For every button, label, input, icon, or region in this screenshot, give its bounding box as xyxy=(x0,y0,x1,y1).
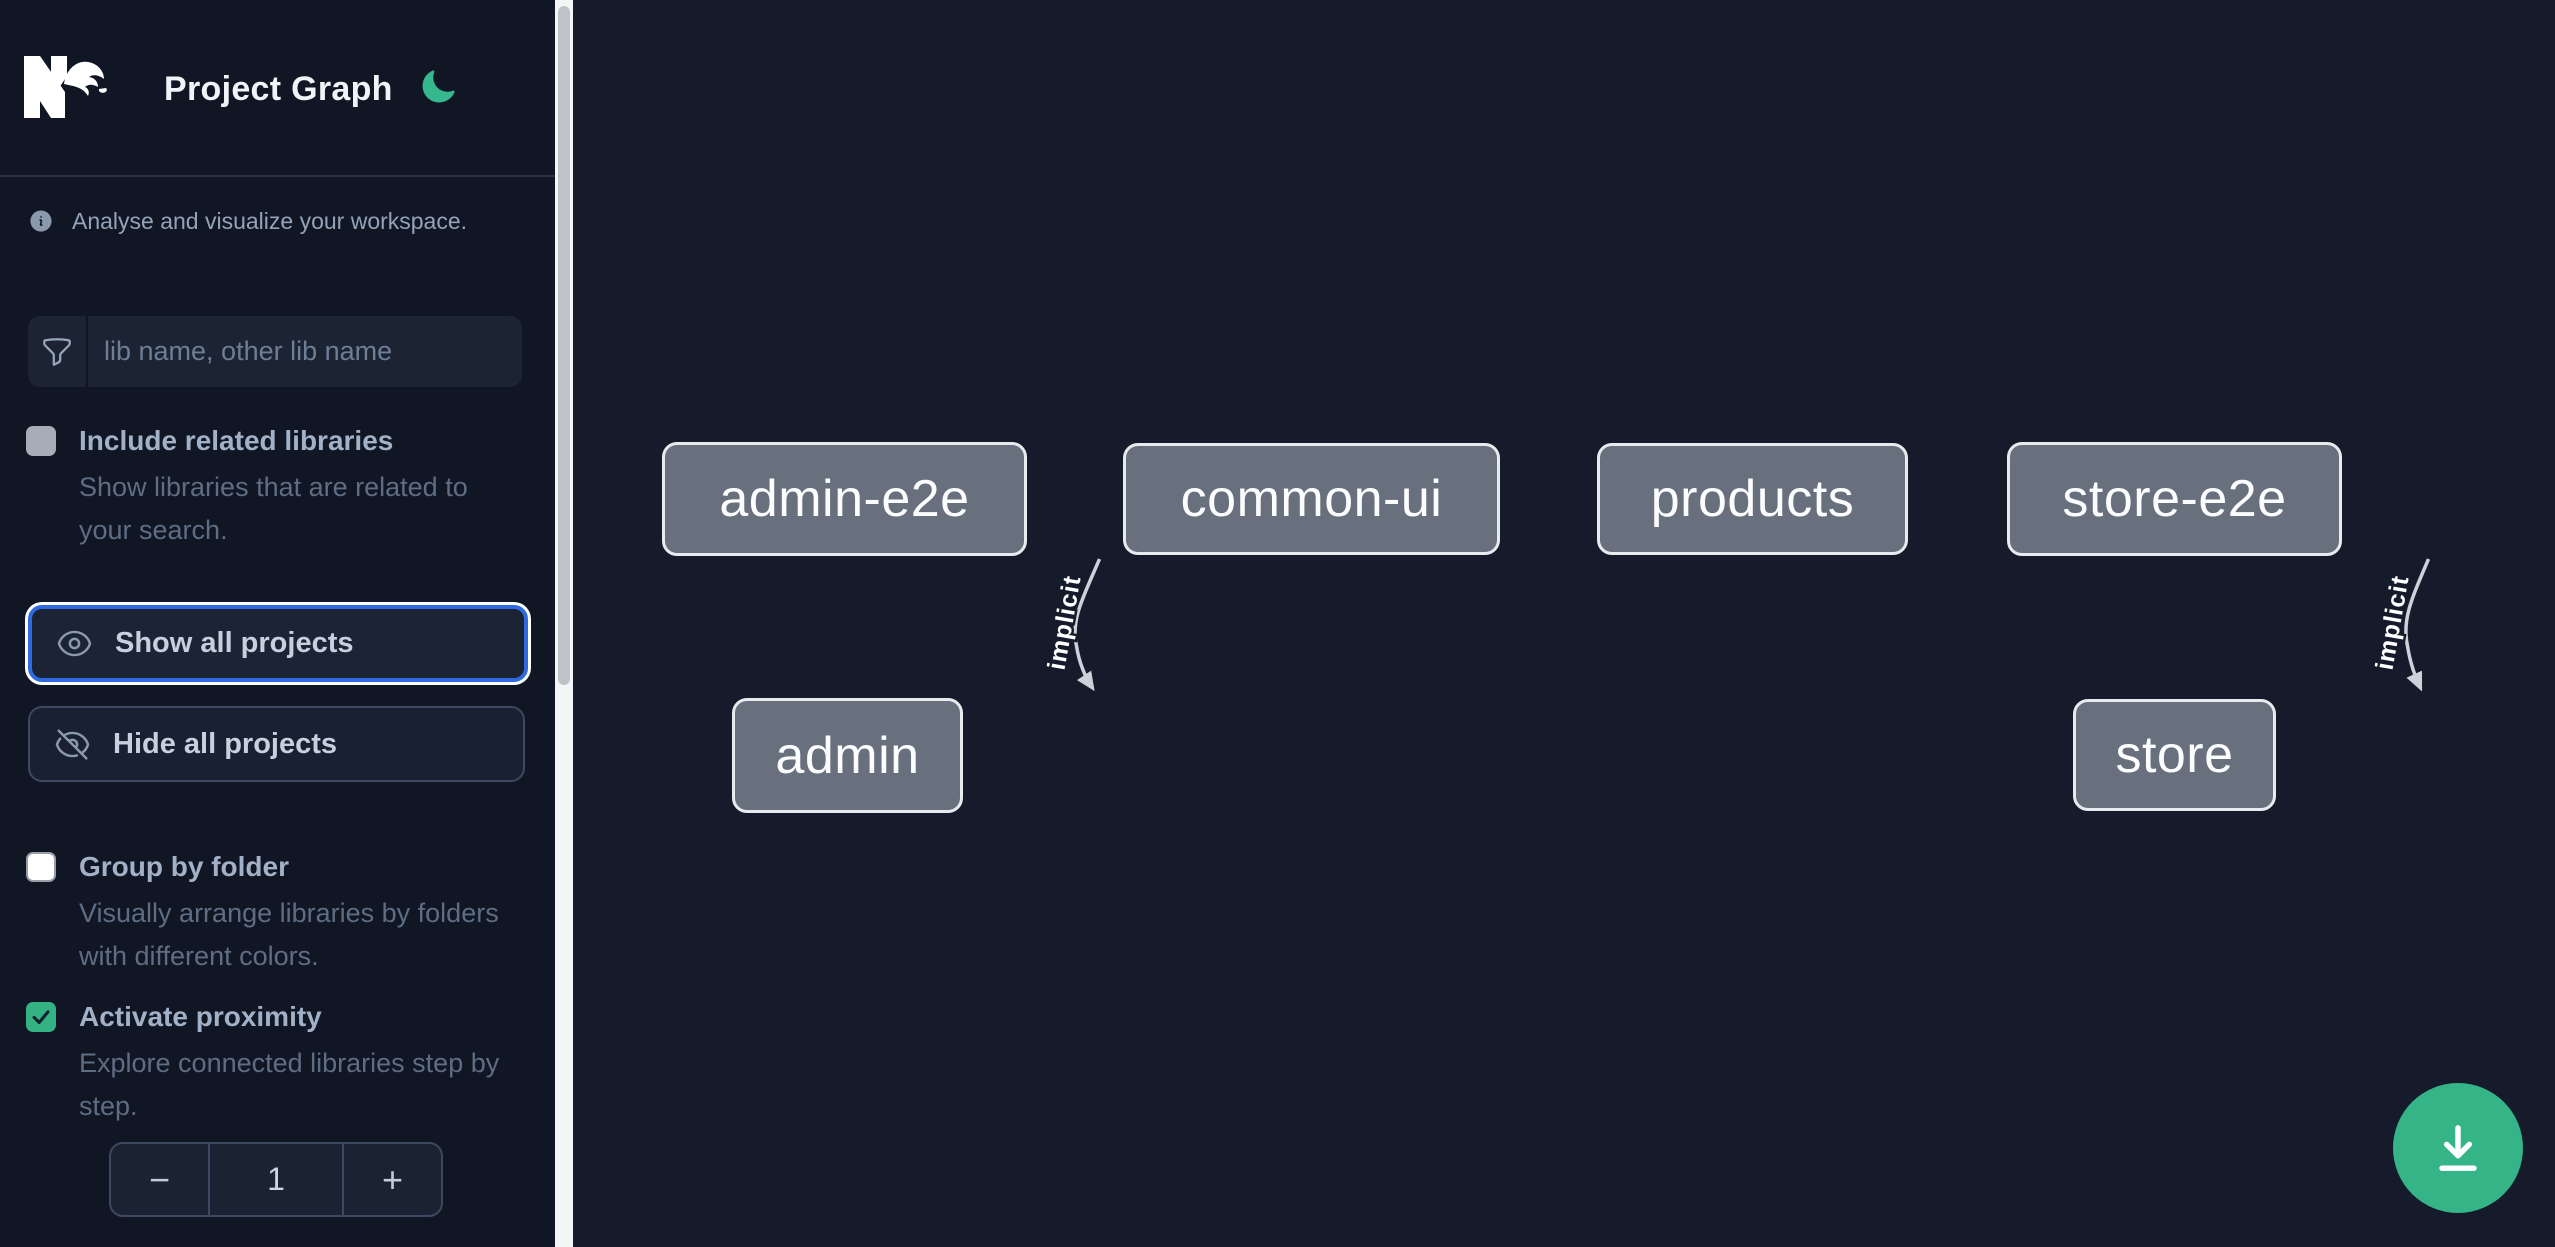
checkmark-icon xyxy=(32,1010,50,1025)
show-all-projects-label: Show all projects xyxy=(115,627,354,659)
graph-node-store-e2e[interactable]: store-e2e xyxy=(2007,442,2342,556)
include-related-description: Show libraries that are related to your … xyxy=(79,472,468,545)
activate-proximity-label[interactable]: Activate proximity xyxy=(79,1001,322,1032)
group-by-folder-section: Group by folder Visually arrange librari… xyxy=(26,850,528,978)
graph-canvas[interactable]: implicit implicit admin-e2e common-ui produ… xyxy=(573,0,2555,1247)
proximity-increment-button[interactable]: + xyxy=(381,1158,404,1200)
graph-node-admin-e2e[interactable]: admin-e2e xyxy=(662,442,1027,556)
edge-label-admin-e2e-admin: implicit xyxy=(1043,573,1087,672)
edge-label-store-e2e-store: implicit xyxy=(2371,573,2415,672)
funnel-icon xyxy=(28,316,88,387)
sidebar-scrollbar-track[interactable] xyxy=(555,0,573,1247)
proximity-decrement-button[interactable]: − xyxy=(148,1158,171,1200)
download-icon xyxy=(2439,1125,2477,1171)
hide-all-projects-label: Hide all projects xyxy=(113,727,338,760)
sidebar-scrollbar-thumb[interactable] xyxy=(558,6,570,685)
theme-toggle-moon-icon[interactable] xyxy=(419,68,457,106)
graph-node-common-ui[interactable]: common-ui xyxy=(1123,443,1500,555)
app-title: Project Graph xyxy=(164,70,393,108)
proximity-value: 1 xyxy=(208,1144,344,1215)
info-icon xyxy=(30,210,52,232)
hide-all-projects-button[interactable]: Hide all projects xyxy=(28,706,525,782)
filter-search-box xyxy=(28,316,522,387)
include-related-section: Include related libraries Show libraries… xyxy=(26,424,528,552)
eye-slash-icon xyxy=(55,728,90,760)
graph-edges: implicit implicit xyxy=(1040,558,2431,692)
graph-node-products[interactable]: products xyxy=(1597,443,1908,555)
show-all-projects-button[interactable]: Show all projects xyxy=(28,605,528,682)
activate-proximity-description: Explore connected libraries step by step… xyxy=(79,1048,500,1121)
group-by-folder-description: Visually arrange libraries by folders wi… xyxy=(79,898,499,971)
graph-edge-store-e2e-store xyxy=(2404,558,2431,692)
workspace-tagline-row: Analyse and visualize your workspace. xyxy=(28,205,528,237)
proximity-stepper: − 1 + xyxy=(109,1142,443,1217)
graph-edge-admin-e2e-admin xyxy=(1073,558,1102,692)
activate-proximity-checkbox[interactable] xyxy=(26,1002,56,1032)
include-related-checkbox[interactable] xyxy=(26,426,56,456)
workspace-tagline: Analyse and visualize your workspace. xyxy=(72,208,468,234)
activate-proximity-section: Activate proximity Explore connected lib… xyxy=(26,1000,528,1128)
include-related-label[interactable]: Include related libraries xyxy=(79,425,394,456)
graph-node-store[interactable]: store xyxy=(2073,699,2276,811)
sidebar-header: Project Graph xyxy=(0,0,555,177)
search-input[interactable] xyxy=(88,316,522,387)
group-by-folder-label[interactable]: Group by folder xyxy=(79,851,289,882)
eye-icon xyxy=(57,630,92,657)
sidebar: Project Graph Analyse and visualize your… xyxy=(0,0,555,1247)
group-by-folder-checkbox[interactable] xyxy=(26,852,56,882)
download-graph-button[interactable] xyxy=(2393,1083,2523,1213)
nx-logo xyxy=(24,56,107,118)
header-divider xyxy=(0,175,555,177)
graph-node-admin[interactable]: admin xyxy=(732,698,963,813)
